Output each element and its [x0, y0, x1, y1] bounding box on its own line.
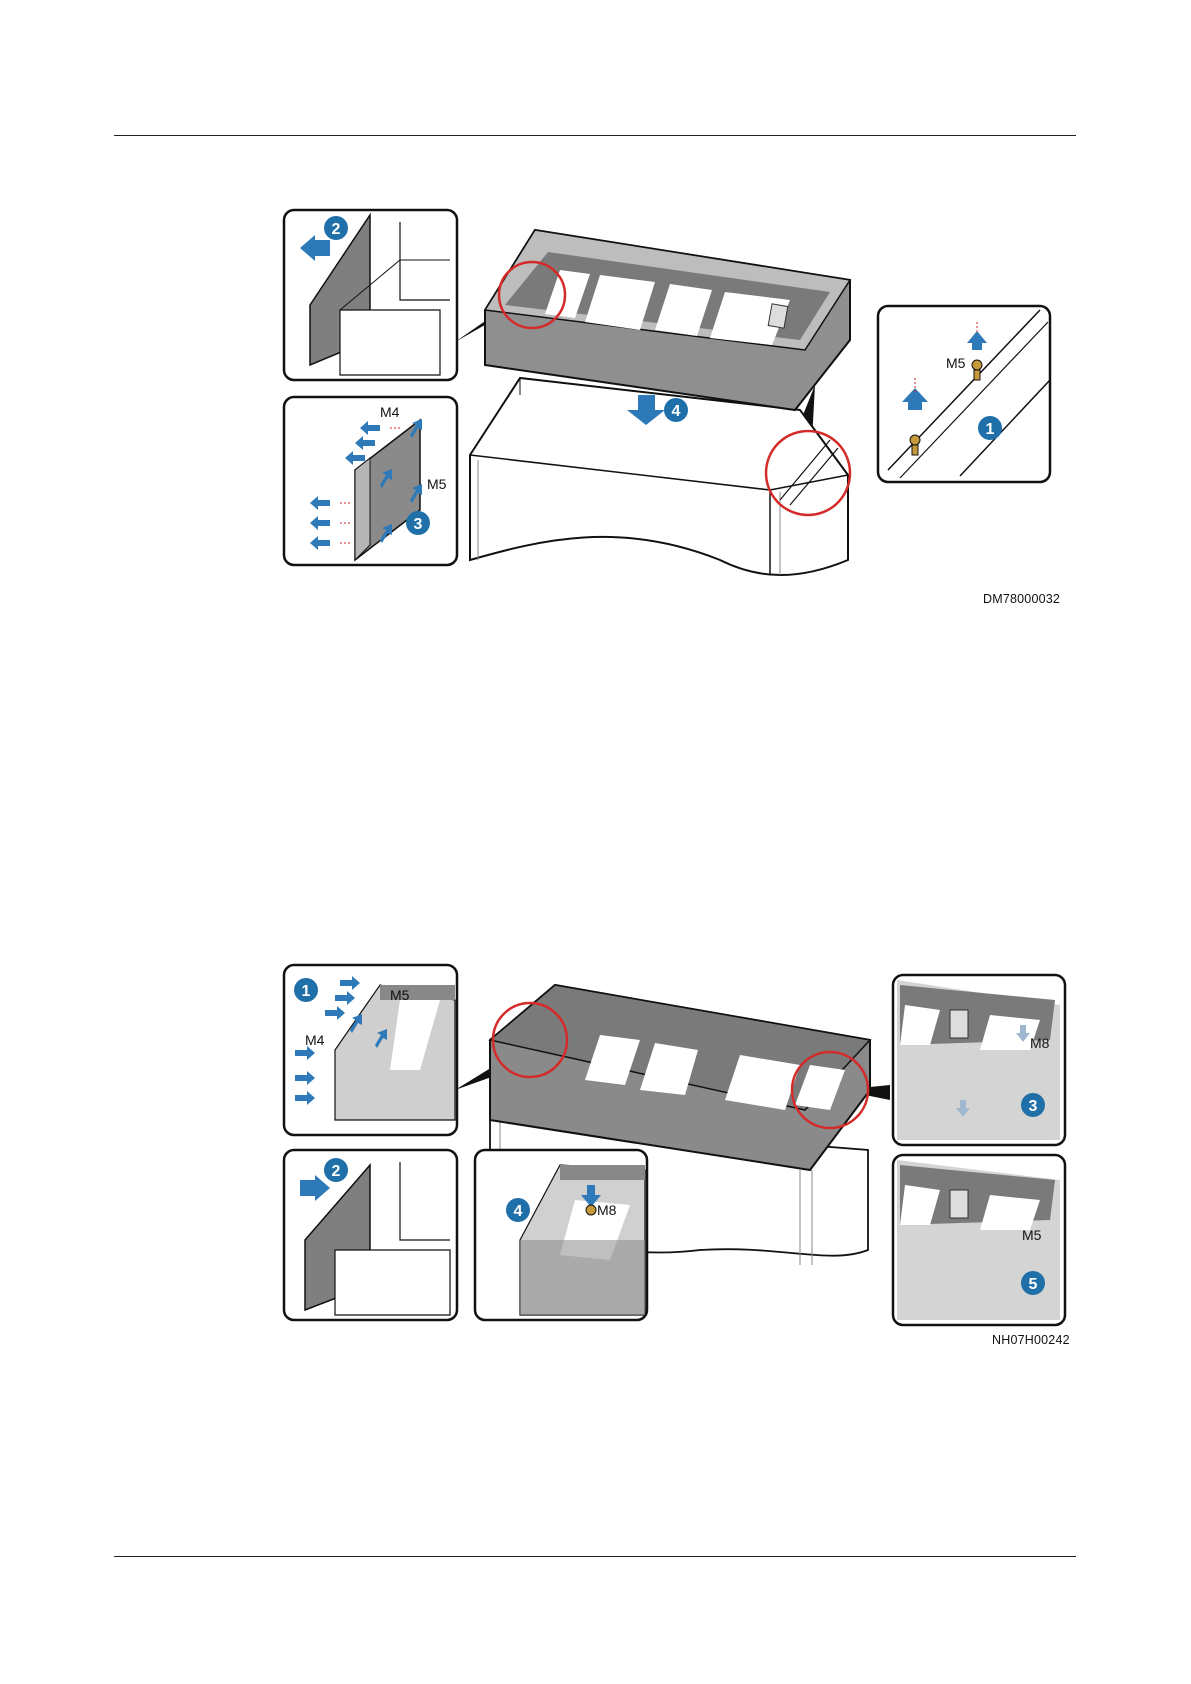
step-marker-3: 3	[406, 511, 430, 535]
figure-1-code: DM78000032	[983, 592, 1060, 606]
step-marker-4: 4	[664, 398, 688, 422]
step-number: 2	[332, 221, 341, 238]
detail-box-m5-bolts	[878, 306, 1050, 482]
screw-label-m5: M5	[946, 355, 966, 371]
step-number: 1	[986, 421, 995, 438]
step-marker-2: 2	[324, 216, 348, 240]
screw-label-m4: M4	[380, 404, 400, 420]
figure-2-code: NH07H00242	[992, 1333, 1070, 1347]
step-number: 4	[672, 403, 681, 420]
screw-label-m5-side: M5	[427, 476, 447, 492]
step-marker-1: 1	[978, 416, 1002, 440]
step-number: 3	[414, 516, 423, 533]
